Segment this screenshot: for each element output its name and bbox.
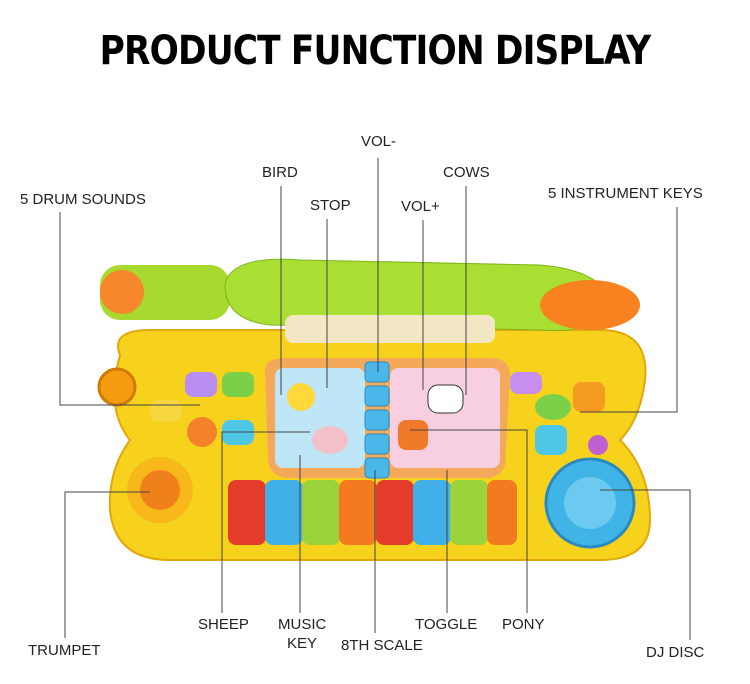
bird-figure [287,383,315,411]
label-8th-scale: 8TH SCALE [341,637,423,654]
drum-hole [97,367,137,407]
top-lights [285,315,495,343]
instrument-key[interactable] [535,394,571,420]
label-stop: STOP [310,197,351,214]
drum-button[interactable] [185,372,217,397]
label-vol-minus: VOL- [361,133,397,150]
label-toggle: TOGGLE [415,616,478,633]
label-pony: PONY [502,616,545,633]
drum-pad [100,270,144,314]
piano-keys [228,480,517,545]
label-music-key-line2: KEY [286,635,317,652]
sheep-figure [312,426,348,454]
drum-button[interactable] [187,417,217,447]
label-trumpet: TRUMPET [28,642,101,659]
cow-figure [427,384,464,414]
control-buttons [364,361,390,479]
instrument-key[interactable] [510,372,542,394]
instrument-key[interactable] [535,425,567,455]
instrument-key[interactable] [573,382,605,412]
label-vol-plus: VOL+ [401,198,440,215]
label-sheep: SHEEP [198,616,249,633]
page-title: PRODUCT FUNCTION DISPLAY [99,28,652,74]
orange-disc-top [540,280,640,330]
label-cows: COWS [443,164,490,181]
drum-button[interactable] [222,372,254,397]
label-instrument-keys: 5 INSTRUMENT KEYS [548,185,703,202]
instrument-key[interactable] [588,435,608,455]
label-music-key-line1: MUSIC [278,616,327,633]
leader-lines [59,158,691,640]
screen-right [390,368,500,468]
drum-button[interactable] [150,400,182,422]
label-drum-sounds: 5 DRUM SOUNDS [20,191,146,208]
label-music-key: MUSIC KEY [278,615,326,653]
screen-left [275,368,365,468]
pony-figure [398,420,428,450]
label-dj-disc: DJ DISC [646,644,705,661]
label-bird: BIRD [262,164,298,181]
